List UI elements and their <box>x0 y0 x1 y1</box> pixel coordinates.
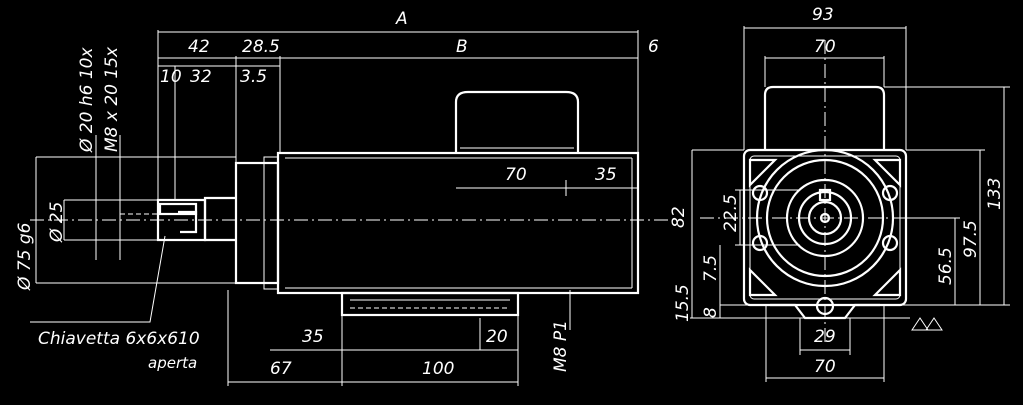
flange-diameter-label: Ø 75 g6 <box>15 222 35 291</box>
dim-8: 8 <box>701 307 721 318</box>
key-label: Chiavetta 6x6x610 <box>38 329 200 349</box>
dim-100: 100 <box>422 359 454 379</box>
dim-22-5: 22.5 <box>721 194 741 232</box>
key-note: aperta <box>148 354 197 372</box>
dim-42: 42 <box>188 37 210 57</box>
bolt-label: M8 P1 <box>551 320 571 372</box>
side-terminal-box <box>763 85 886 150</box>
dim-67: 67 <box>270 359 292 379</box>
thread-label: M8 x 20 15x <box>102 46 122 152</box>
dim-10: 10 <box>160 67 182 87</box>
bolt-hole <box>751 234 769 252</box>
mounting-foot <box>340 291 520 317</box>
dim-15-5: 15.5 <box>673 284 693 322</box>
dim-28-5: 28.5 <box>242 37 280 57</box>
terminal-box <box>454 90 580 153</box>
shaft-diameter-label: Ø 20 h6 10x <box>77 47 97 153</box>
dim-82: 82 <box>669 206 689 228</box>
dim-3-5: 3.5 <box>240 67 267 87</box>
motor-body <box>276 151 640 295</box>
shaft-hub <box>203 196 236 242</box>
dim-B: B <box>456 37 468 57</box>
dim-70-top: 70 <box>505 165 527 185</box>
dim-35-bottom: 35 <box>302 327 324 347</box>
bolt-hole <box>751 184 769 202</box>
dim-29: 29 <box>814 327 836 347</box>
dim-20: 20 <box>486 327 508 347</box>
spigot-diameter-label: Ø 25 <box>47 202 67 243</box>
dim-70-bottom: 70 <box>814 357 836 377</box>
dim-A: A <box>395 9 408 29</box>
bolt-hole <box>881 234 899 252</box>
flange <box>234 161 280 285</box>
front-view <box>30 90 668 317</box>
dim-6: 6 <box>648 37 659 57</box>
dim-93: 93 <box>812 5 834 25</box>
dim-32: 32 <box>190 67 212 87</box>
bolt-hole <box>881 184 899 202</box>
dim-7-5: 7.5 <box>701 255 721 282</box>
dim-35-top: 35 <box>595 165 617 185</box>
front-dimensions <box>30 30 639 386</box>
dim-70-side: 70 <box>814 37 836 57</box>
side-dimensions <box>690 26 1010 382</box>
dim-56-5: 56.5 <box>936 247 956 285</box>
side-view <box>700 40 960 345</box>
dim-97-5: 97.5 <box>961 220 981 258</box>
dim-133: 133 <box>985 178 1005 210</box>
